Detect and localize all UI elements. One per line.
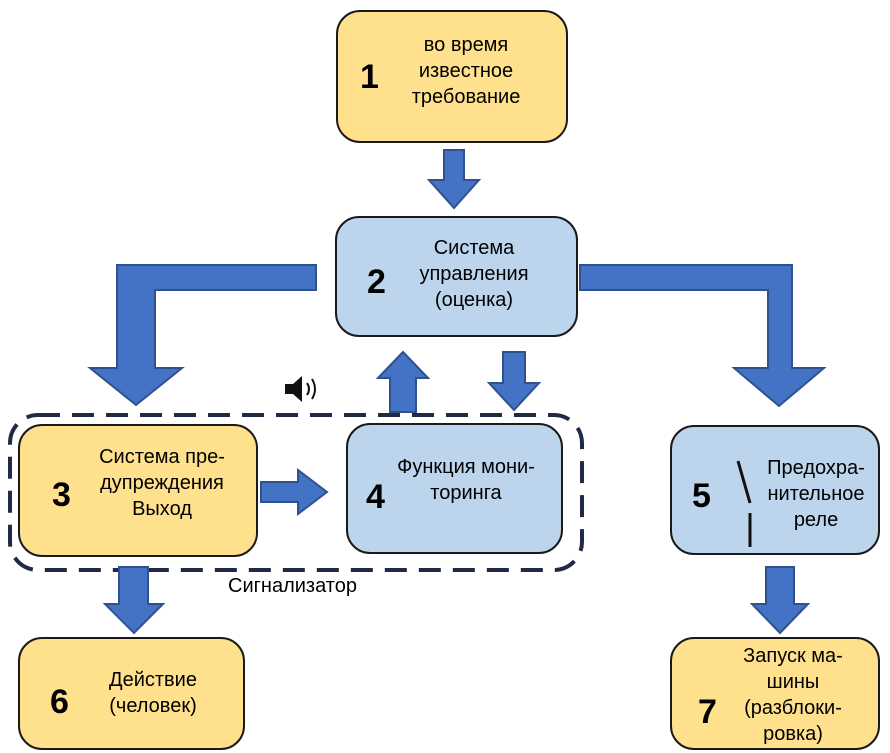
box-1-number: 1	[360, 58, 379, 96]
box-7-machine-start: 7 Запуск ма- шины (разблоки- ровка)	[670, 637, 880, 750]
box-4-number: 4	[366, 478, 385, 516]
box-7-number: 7	[698, 693, 717, 731]
box-4-monitoring-function: 4 Функция мони- торинга	[346, 423, 563, 554]
box-4-label: Функция мони- торинга	[397, 456, 535, 504]
signalizer-caption: Сигнализатор	[228, 575, 357, 597]
box-5-number: 5	[692, 477, 711, 515]
box-5-safety-relay: 5 Предохра- нительное реле	[670, 425, 880, 555]
arrow-5-to-7	[749, 566, 811, 635]
box-7-label: Запуск ма- шины (разблоки- ровка)	[743, 645, 843, 745]
box-3-label: Система пре- дупреждения Выход	[99, 446, 225, 520]
box-1-time-requirement: 1 во время известное требование	[336, 10, 568, 143]
box-6-label: Действие (человек)	[109, 669, 197, 717]
box-3-warning-system-output: 3 Система пре- дупреждения Выход	[18, 424, 258, 557]
arrow-4-to-2	[375, 350, 431, 413]
box-6-number: 6	[50, 683, 69, 721]
box-2-number: 2	[367, 263, 386, 301]
box-3-number: 3	[52, 476, 71, 514]
box-2-label: Система управления (оценка)	[419, 237, 529, 311]
box-5-label: Предохра- нительное реле	[767, 457, 865, 531]
switch-contact-icon	[736, 460, 752, 547]
arrow-2-to-4	[486, 351, 542, 412]
arrow-3-to-6-shape	[102, 566, 166, 635]
arrow-1-to-2	[426, 149, 482, 210]
arrow-3-to-4	[260, 467, 329, 517]
arrow-2-to-3	[87, 264, 317, 407]
box-2-control-system: 2 Система управления (оценка)	[335, 216, 578, 337]
box-1-label: во время известное требование	[411, 34, 521, 108]
speaker-icon	[285, 376, 316, 402]
arrow-2-to-5-shape	[579, 264, 827, 408]
signalizer-group-frame	[8, 413, 584, 572]
box-6-human-action: 6 Действие (человек)	[18, 637, 245, 750]
